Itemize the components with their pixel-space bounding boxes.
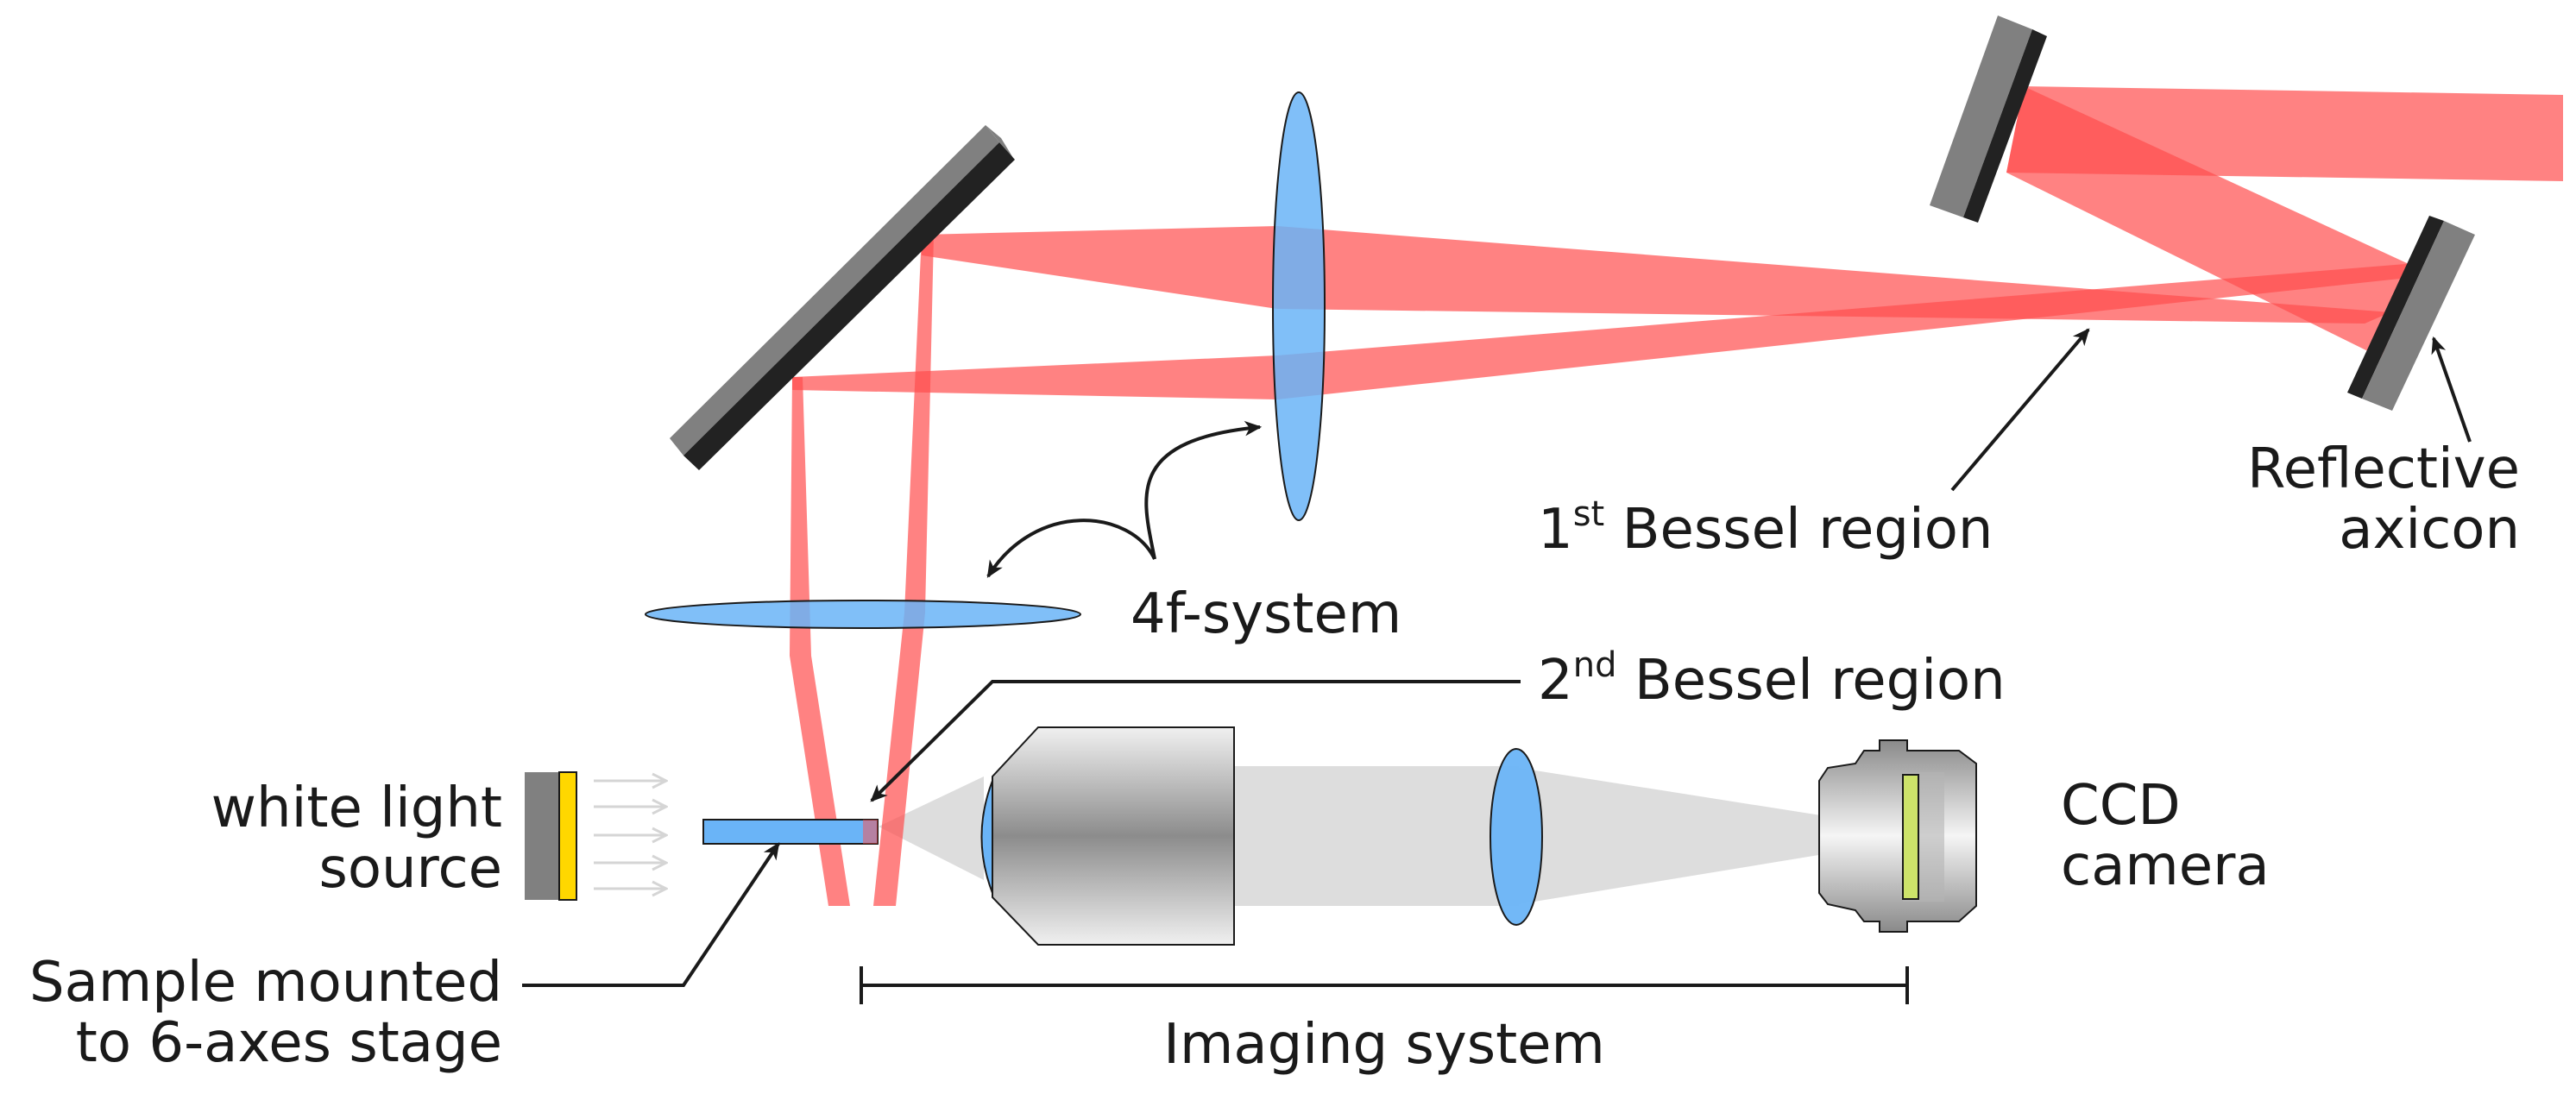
sample-slide-icon	[702, 819, 879, 845]
4f-lens-top-icon	[1272, 91, 1326, 521]
reflective-axicon-icon	[2347, 216, 2475, 411]
imaging-system-label: Imaging system	[1163, 1013, 1605, 1077]
folding-mirror-icon	[1930, 16, 2047, 223]
bessel-region-2-label: 2nd Bessel region	[1538, 645, 2006, 713]
white-light-label-line1: white light	[211, 776, 502, 840]
tube-lens-icon	[1490, 748, 1543, 926]
axicon-label-line2: axicon	[2339, 498, 2520, 562]
white-light-label-line2: source	[318, 837, 502, 901]
4f-lens-bottom-icon	[645, 600, 1081, 629]
4f-system-label: 4f-system	[1131, 582, 1401, 646]
ccd-camera-icon	[1818, 739, 1977, 933]
ccd-sensor-icon	[1902, 774, 1919, 900]
sample-label-line1: Sample mounted	[29, 951, 502, 1015]
sample-label-line2: to 6-axes stage	[76, 1011, 502, 1075]
ccd-label-line2: camera	[2061, 834, 2270, 898]
annotation-arrows	[522, 328, 2472, 1004]
objective-icon	[980, 726, 1235, 946]
large-mirror-icon	[670, 125, 1015, 470]
axicon-label-line1: Reflective	[2247, 437, 2520, 501]
ccd-label-line1: CCD	[2061, 774, 2181, 838]
imaging-light-path	[879, 766, 1903, 906]
bessel-region-1-label: 1st Bessel region	[1538, 494, 1993, 562]
lamp-icon	[525, 771, 666, 901]
